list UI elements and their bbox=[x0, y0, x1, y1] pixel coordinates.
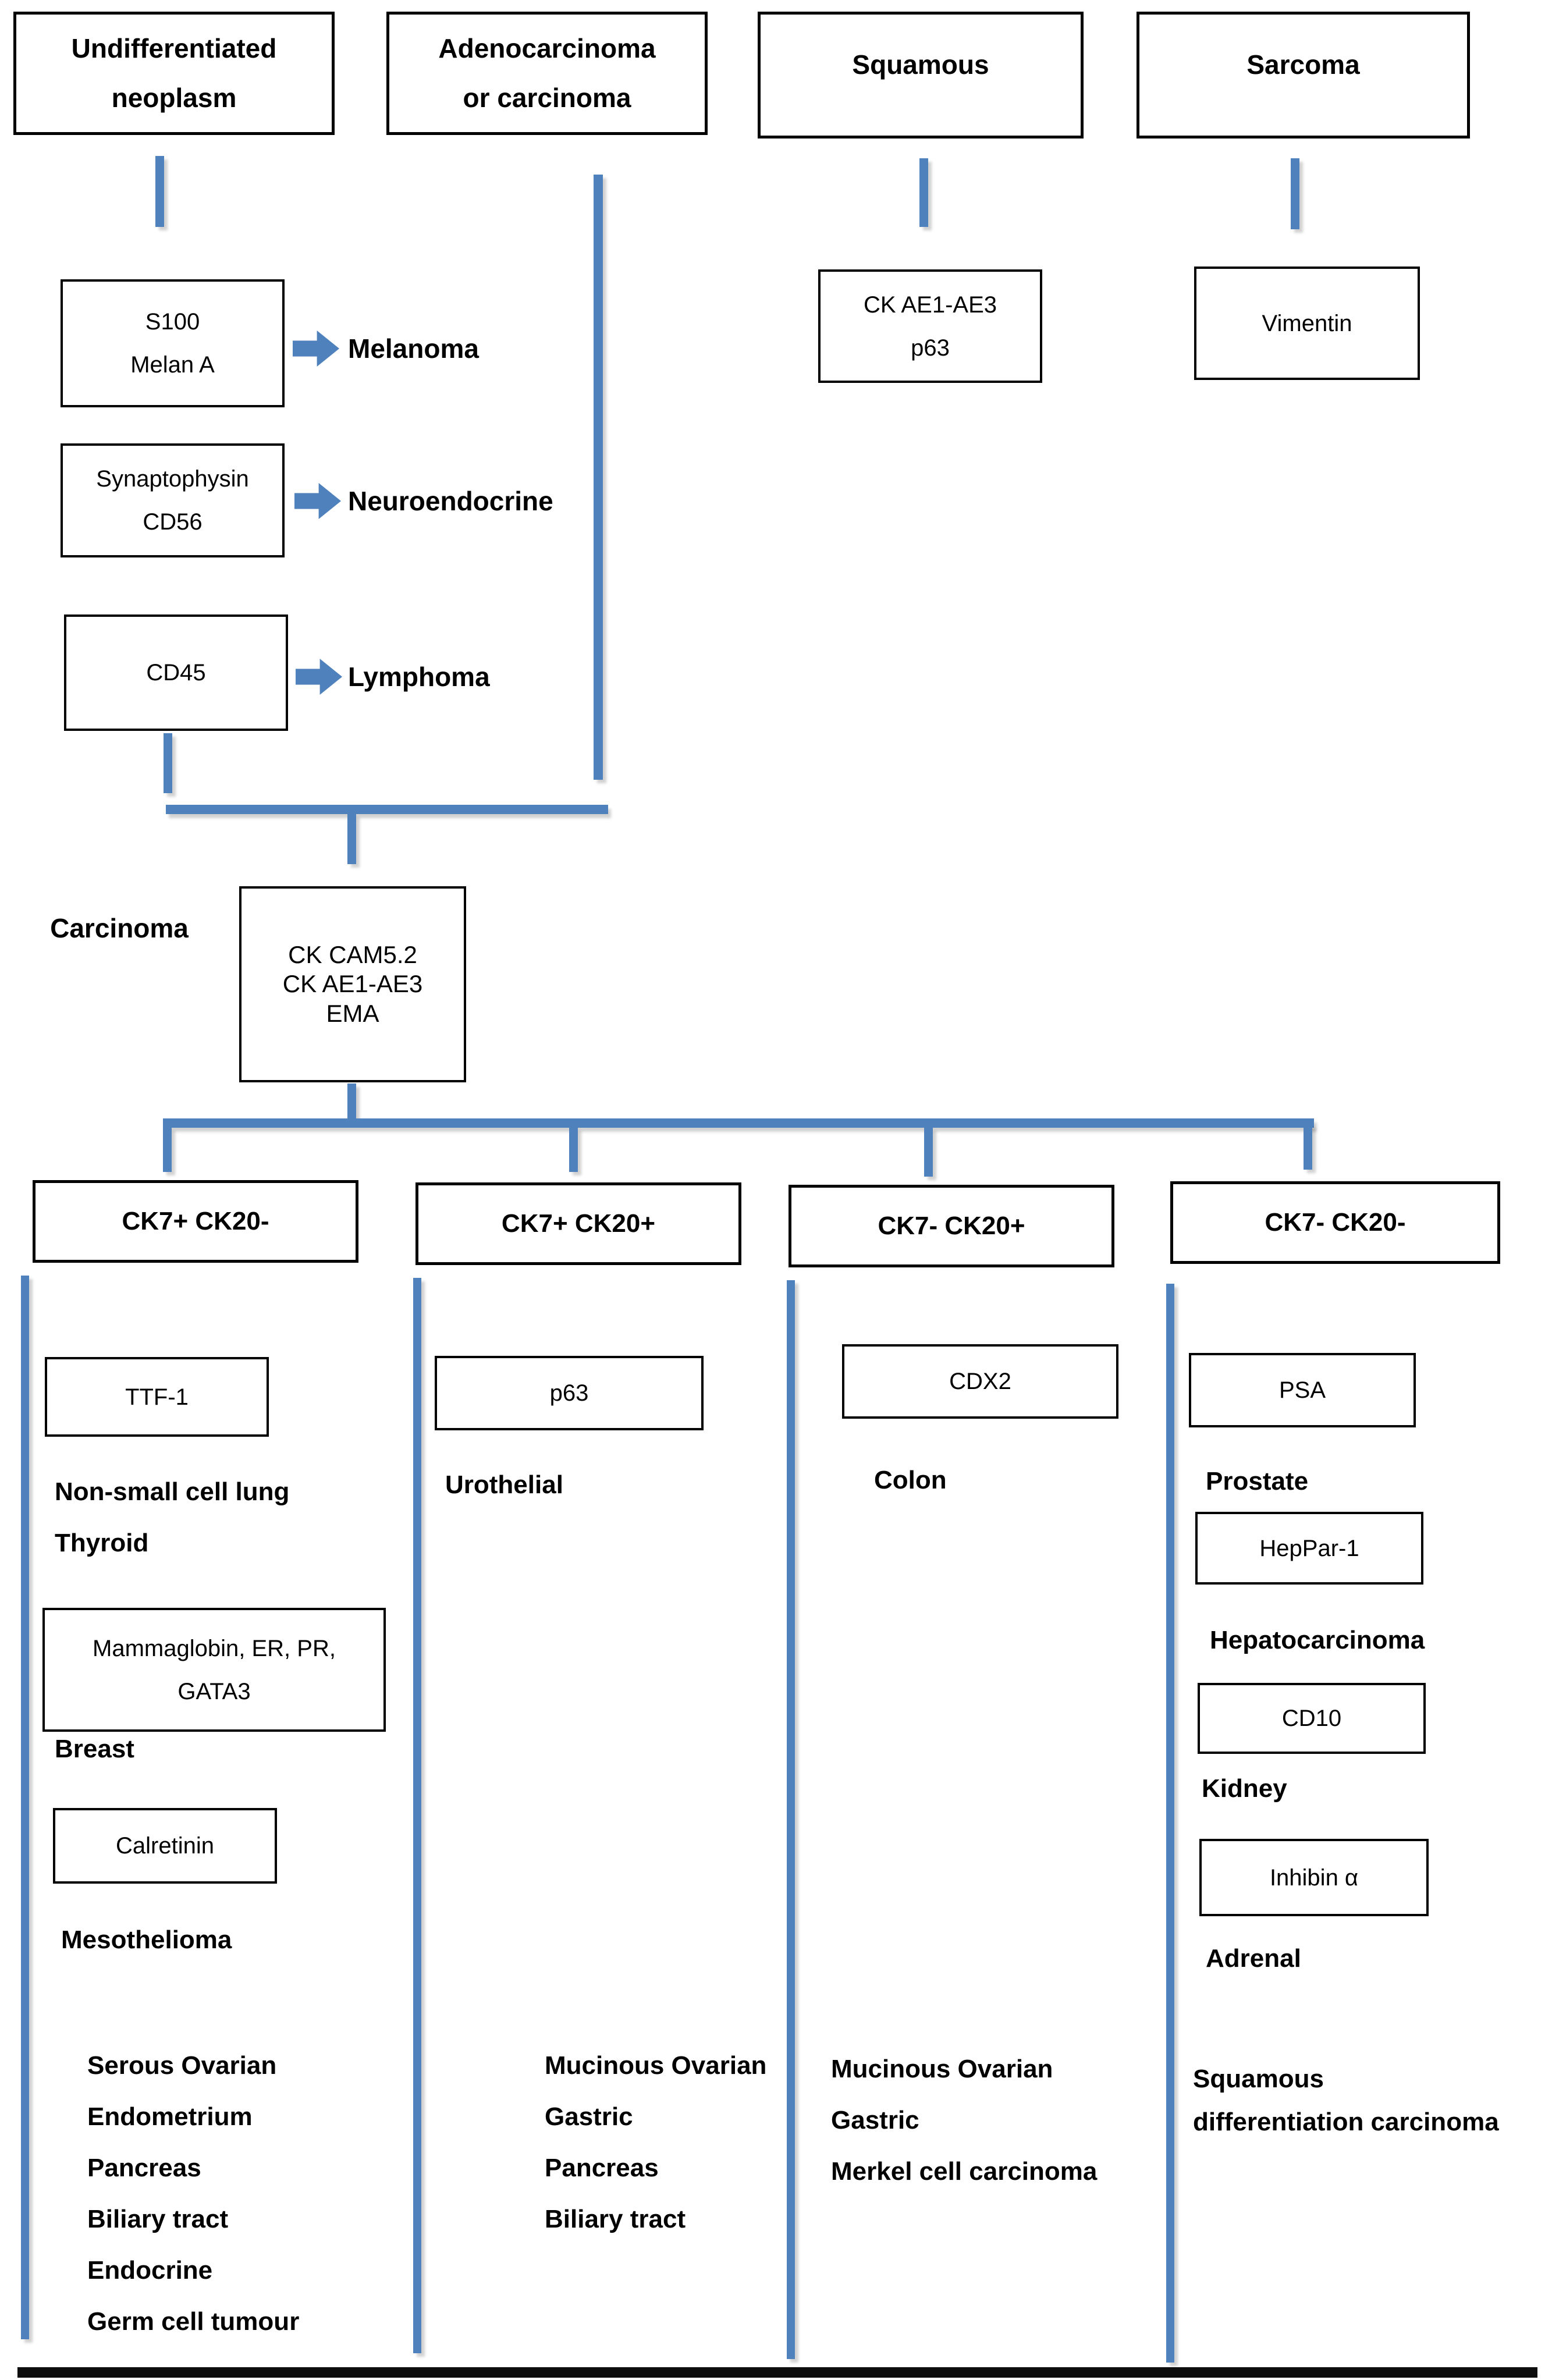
marker-box-cd10: CD10 bbox=[1198, 1683, 1426, 1754]
column-line-2 bbox=[413, 1278, 421, 2353]
connector-squamous-stub bbox=[919, 158, 928, 227]
header-adenocarcinoma-or-carcinoma: Adenocarcinoma or carcinoma bbox=[386, 12, 708, 135]
list-item: Mucinous Ovarian bbox=[831, 2055, 1053, 2083]
connector-cd45-stub bbox=[164, 733, 172, 793]
connector-undifferentiated-stub bbox=[155, 156, 164, 227]
list-item: Pancreas bbox=[545, 2154, 659, 2182]
organ-label-adrenal: Adrenal bbox=[1206, 1944, 1301, 1973]
connector-junction1-drop bbox=[347, 814, 356, 864]
header-undifferentiated-neoplasm: Undifferentiated neoplasm bbox=[13, 12, 335, 135]
result-neuroendocrine: Neuroendocrine bbox=[348, 486, 553, 516]
connector-adenocarcinoma-line bbox=[594, 175, 603, 780]
organ-label-hepatocarcinoma: Hepatocarcinoma bbox=[1210, 1626, 1425, 1654]
marker-box-inhibin-alpha: Inhibin α bbox=[1199, 1839, 1429, 1916]
label-carcinoma: Carcinoma bbox=[50, 913, 189, 943]
header-sarcoma: Sarcoma bbox=[1137, 12, 1470, 138]
group-box-ck7pos-ck20pos: CK7+ CK20+ bbox=[415, 1182, 741, 1265]
connector-junction2-drop-4 bbox=[1304, 1124, 1312, 1170]
result-melanoma: Melanoma bbox=[348, 333, 479, 364]
organ-list-ck7pos-ck20pos: Mucinous Ovarian Gastric Pancreas Biliar… bbox=[545, 2040, 766, 2245]
list-item: Biliary tract bbox=[87, 2205, 229, 2233]
marker-box-ckae1ae3-p63: CK AE1-AE3 p63 bbox=[818, 269, 1042, 383]
connector-junction2-drop-1 bbox=[163, 1128, 172, 1172]
marker-box-ttf1: TTF-1 bbox=[45, 1357, 269, 1437]
marker-box-cd45: CD45 bbox=[64, 614, 288, 731]
column-line-1 bbox=[21, 1276, 29, 2339]
right-arrow-icon bbox=[294, 483, 341, 519]
right-arrow-icon bbox=[296, 659, 342, 695]
group-box-ck7pos-ck20neg: CK7+ CK20- bbox=[33, 1180, 358, 1263]
list-item: Gastric bbox=[831, 2106, 919, 2134]
column-line-3 bbox=[787, 1280, 795, 2359]
list-item: Pancreas bbox=[87, 2154, 201, 2182]
connector-sarcoma-stub bbox=[1291, 158, 1299, 229]
marker-box-synaptophysin-cd56: Synaptophysin CD56 bbox=[61, 443, 285, 557]
connector-junction2-bar bbox=[163, 1118, 1314, 1128]
marker-box-carcinoma-panel: CK CAM5.2 CK AE1-AE3 EMA bbox=[239, 886, 466, 1082]
organ-label-prostate: Prostate bbox=[1206, 1467, 1309, 1496]
organ-label-colon: Colon bbox=[874, 1466, 947, 1494]
marker-box-p63: p63 bbox=[435, 1356, 704, 1430]
marker-box-calretinin: Calretinin bbox=[53, 1808, 277, 1884]
list-item: Endocrine bbox=[87, 2256, 213, 2285]
connector-carcinoma-stub bbox=[347, 1084, 356, 1118]
list-item: Gastric bbox=[545, 2102, 633, 2131]
organ-label-lung-thyroid: Non-small cell lung Thyroid bbox=[55, 1477, 290, 1557]
header-squamous: Squamous bbox=[758, 12, 1084, 138]
marker-box-mammaglobin: Mammaglobin, ER, PR, GATA3 bbox=[42, 1608, 386, 1732]
list-item: Germ cell tumour bbox=[87, 2307, 300, 2336]
organ-label-mesothelioma: Mesothelioma bbox=[61, 1926, 232, 1954]
group-box-ck7neg-ck20pos: CK7- CK20+ bbox=[789, 1185, 1114, 1267]
marker-box-heppar1: HepPar-1 bbox=[1195, 1512, 1423, 1585]
connector-junction2-drop-2 bbox=[569, 1128, 578, 1172]
list-item: Biliary tract bbox=[545, 2205, 686, 2233]
connector-junction1-bar bbox=[166, 805, 608, 814]
organ-label-kidney: Kidney bbox=[1202, 1774, 1287, 1803]
organ-list-ck7pos-ck20neg: Serous Ovarian Endometrium Pancreas Bili… bbox=[87, 2040, 299, 2347]
organ-label-squamous-differentiation: Squamous differentiation carcinoma bbox=[1193, 2065, 1499, 2136]
list-item: Merkel cell carcinoma bbox=[831, 2157, 1098, 2186]
list-item: Mucinous Ovarian bbox=[545, 2051, 767, 2080]
marker-box-s100-melan-a: S100 Melan A bbox=[61, 279, 285, 407]
result-lymphoma: Lymphoma bbox=[348, 662, 490, 692]
connector-junction2-drop-3 bbox=[924, 1128, 933, 1177]
list-item: Serous Ovarian bbox=[87, 2051, 277, 2080]
organ-label-breast: Breast bbox=[55, 1735, 134, 1763]
marker-box-vimentin: Vimentin bbox=[1194, 267, 1420, 380]
marker-box-psa: PSA bbox=[1189, 1353, 1416, 1427]
marker-box-cdx2: CDX2 bbox=[842, 1344, 1118, 1419]
group-box-ck7neg-ck20neg: CK7- CK20- bbox=[1170, 1181, 1500, 1264]
figure-bottom-rule bbox=[17, 2367, 1537, 2378]
list-item: Endometrium bbox=[87, 2102, 253, 2131]
organ-label-urothelial: Urothelial bbox=[445, 1470, 563, 1499]
right-arrow-icon bbox=[293, 331, 339, 367]
organ-list-ck7neg-ck20pos: Mucinous Ovarian Gastric Merkel cell car… bbox=[831, 2044, 1097, 2197]
column-line-4 bbox=[1166, 1284, 1174, 2363]
